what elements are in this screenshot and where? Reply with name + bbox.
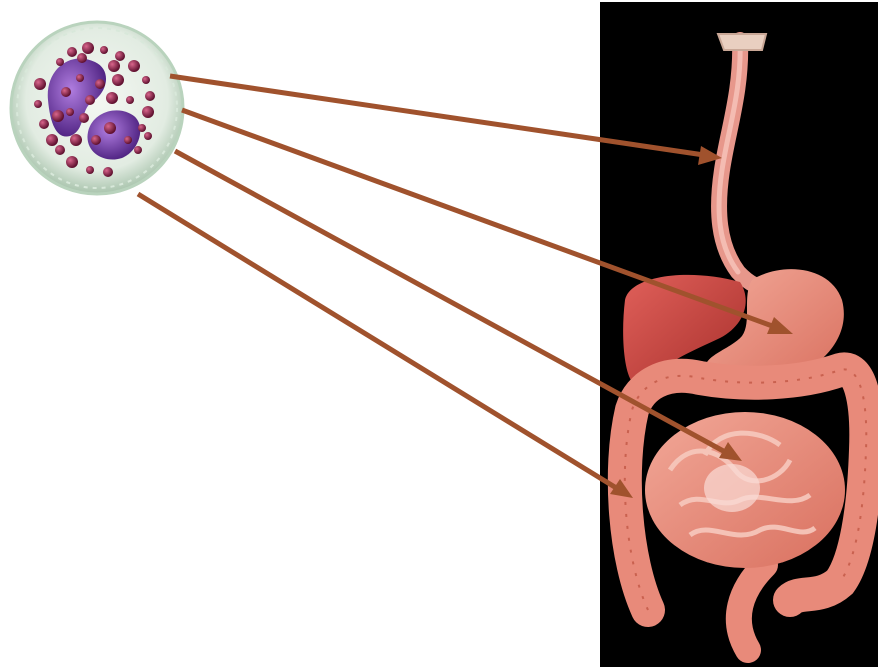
granule <box>124 136 132 144</box>
granule <box>66 156 78 168</box>
granule <box>34 100 42 108</box>
granule <box>61 87 71 97</box>
eosinophil-cell <box>11 22 183 194</box>
granule <box>100 46 108 54</box>
granule <box>145 91 155 101</box>
granule <box>56 58 64 66</box>
digestive-system <box>623 34 866 650</box>
granule <box>115 51 125 61</box>
granule <box>103 167 113 177</box>
granule <box>67 47 77 57</box>
granule <box>79 113 89 123</box>
granule <box>134 146 142 154</box>
granule <box>52 110 64 122</box>
granule <box>95 79 105 89</box>
granule <box>70 134 82 146</box>
granule <box>46 134 58 146</box>
granule <box>104 122 116 134</box>
granule <box>85 95 95 105</box>
granule <box>82 42 94 54</box>
granule <box>126 96 134 104</box>
granule <box>138 124 146 132</box>
granule <box>76 74 84 82</box>
granule <box>142 76 150 84</box>
arrow-to-esophagus <box>170 76 722 165</box>
granule <box>39 119 49 129</box>
granule <box>55 145 65 155</box>
granule <box>112 74 124 86</box>
granule <box>86 166 94 174</box>
granule <box>144 132 152 140</box>
cell-membrane <box>11 22 183 194</box>
granule <box>34 78 46 90</box>
granule <box>66 108 74 116</box>
rectum <box>739 565 765 650</box>
arrow-to-large-intestine <box>138 194 633 498</box>
granule <box>91 135 101 145</box>
throat-cut <box>718 34 766 50</box>
granule <box>108 60 120 72</box>
granule <box>106 92 118 104</box>
granule <box>142 106 154 118</box>
arrow-to-stomach <box>182 110 793 334</box>
granule <box>77 53 87 63</box>
granule <box>128 60 140 72</box>
